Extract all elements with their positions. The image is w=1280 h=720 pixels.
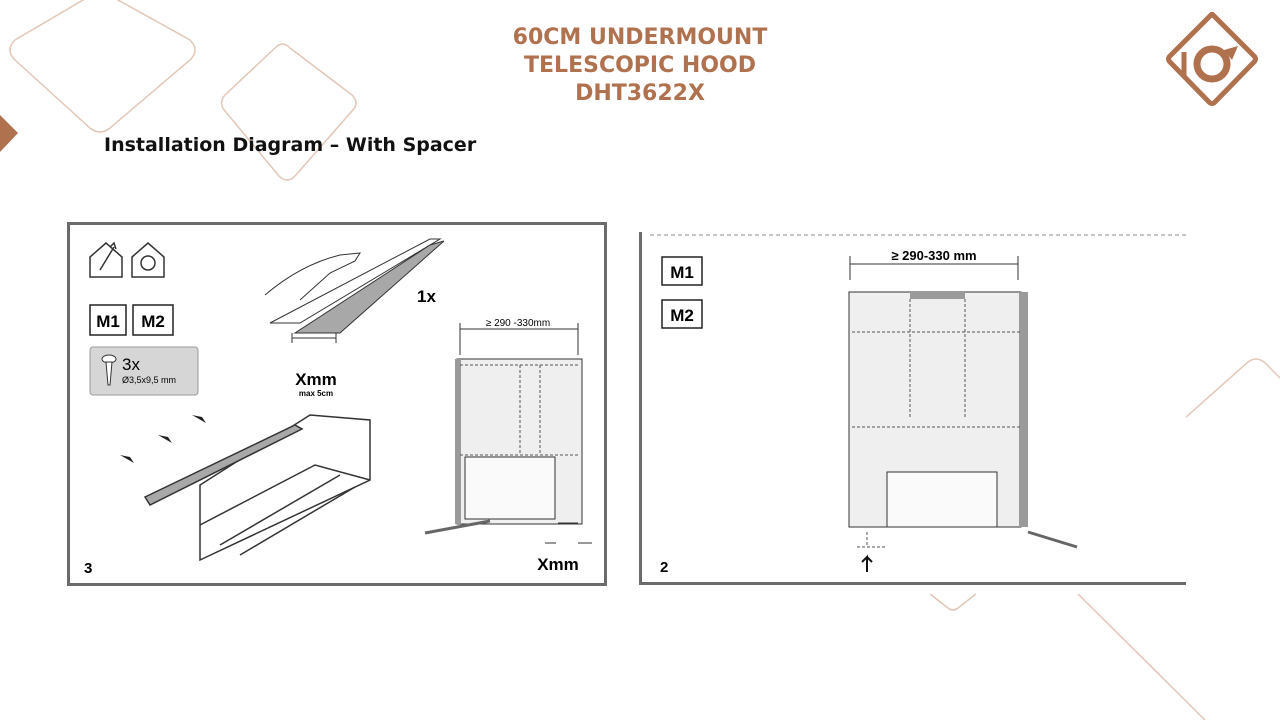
step-3-illustration: M1 M2 3x Ø3,5x9,5 mm 1x Xmm max 5cm bbox=[84, 238, 592, 577]
brand-logo bbox=[1166, 12, 1258, 106]
step-number: 3 bbox=[84, 560, 92, 577]
exhaust-mode-icon bbox=[89, 241, 123, 278]
cabinet-section bbox=[424, 323, 592, 544]
diagram-step-3: M1 M2 3x Ø3,5x9,5 mm 1x Xmm max 5cm bbox=[67, 222, 607, 586]
spacer-strip-illustration bbox=[264, 238, 445, 334]
section-subtitle: Installation Diagram – With Spacer bbox=[104, 134, 477, 156]
mode-m2-label: M2 bbox=[670, 306, 694, 325]
screw-size: Ø3,5x9,5 mm bbox=[122, 375, 176, 385]
cabinet-width-dimension: ≥ 290-330 mm bbox=[891, 248, 976, 263]
step-number: 2 bbox=[660, 559, 668, 576]
screw-quantity: 3x bbox=[122, 355, 140, 374]
title-line-2: TELESCOPIC HOOD bbox=[524, 53, 756, 78]
screw-arrows bbox=[120, 415, 206, 463]
product-title: 60CM UNDERMOUNT TELESCOPIC HOOD DHT3622X bbox=[440, 24, 840, 108]
title-line-3: DHT3622X bbox=[575, 81, 705, 106]
mode-m2-label: M2 bbox=[141, 312, 165, 331]
spacer-max-label: max 5cm bbox=[299, 389, 333, 398]
diagram-step-2: M1 M2 ≥ 290-330 mm 2 bbox=[639, 232, 1186, 585]
spacer-width-label: Xmm bbox=[295, 370, 337, 389]
spacer-quantity: 1x bbox=[417, 287, 436, 306]
title-line-1: 60CM UNDERMOUNT bbox=[512, 25, 768, 50]
recirculation-mode-icon bbox=[131, 242, 165, 278]
screw-icon bbox=[101, 354, 117, 386]
cabinet-width-dimension: ≥ 290 -330mm bbox=[486, 318, 550, 329]
step-2-illustration: M1 M2 ≥ 290-330 mm 2 bbox=[650, 234, 1186, 576]
mode-m1-label: M1 bbox=[96, 312, 120, 331]
hood-illustration bbox=[143, 414, 371, 562]
mode-m1-label: M1 bbox=[670, 263, 694, 282]
gap-width-label: Xmm bbox=[537, 555, 579, 574]
cabinet-section bbox=[848, 291, 1078, 572]
